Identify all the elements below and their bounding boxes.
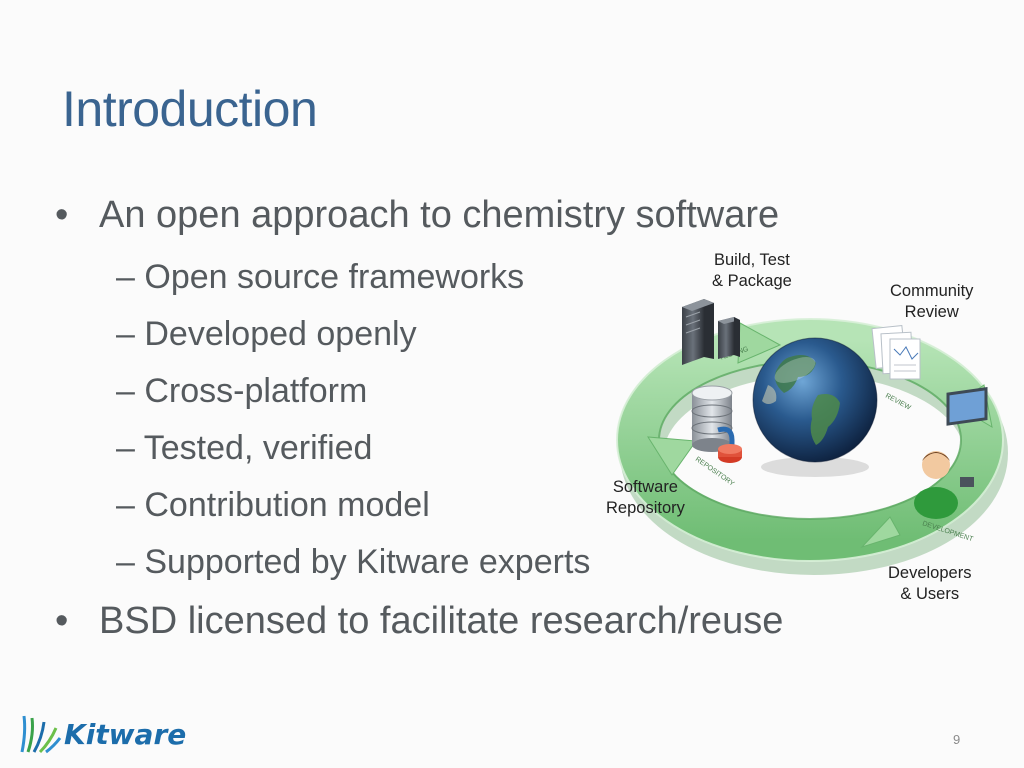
cycle-arrow-icon: [860, 516, 901, 549]
label-software-repository: Software Repository: [606, 477, 685, 519]
bullet-list: •An open approach to chemistry software …: [55, 190, 975, 646]
sub-bullet-glyph: –: [116, 543, 135, 581]
kitware-logo: Kitware: [16, 710, 186, 760]
label-line: & Package: [712, 272, 792, 290]
sub-bullet-text: Supported by Kitware experts: [144, 543, 591, 581]
sub-bullet-text: Tested, verified: [143, 429, 373, 467]
slide-title: Introduction: [62, 81, 318, 137]
review-documents-icon: [871, 324, 921, 380]
bullet-glyph: •: [55, 194, 69, 236]
build-server-icon: [682, 299, 740, 365]
label-line: Repository: [606, 499, 685, 517]
ring-word-review: REVIEW: [884, 393, 912, 412]
process-cycle-graphic: TESTING REVIEW REPOSITORY DEVELOPMENT: [616, 299, 1008, 575]
database-icon: [691, 385, 742, 463]
sub-bullet-item: – Supported by Kitware experts: [55, 534, 975, 591]
label-line: Build, Test: [713, 251, 790, 269]
software-process-diagram: TESTING REVIEW REPOSITORY DEVELOPMENT: [600, 245, 1010, 610]
sub-bullet-text: Contribution model: [144, 486, 430, 524]
sub-bullet-item: – Open source frameworks: [55, 249, 975, 306]
sub-bullet-glyph: –: [116, 258, 135, 296]
label-line: & Users: [900, 585, 960, 603]
sub-bullet-text: Cross-platform: [144, 372, 368, 410]
sub-bullet-glyph: –: [116, 429, 135, 467]
sub-bullet-text: Developed openly: [144, 315, 417, 353]
bullet-item: • An open approach to chemistry software: [55, 190, 975, 240]
sub-bullet-item: – Developed openly: [55, 306, 975, 363]
bullet-glyph: •: [55, 600, 69, 642]
label-line: Developers: [888, 564, 972, 582]
label-line: Review: [904, 303, 959, 321]
label-developers-users: Developers & Users: [888, 563, 971, 605]
label-community-review: Community Review: [890, 281, 973, 323]
label-build-test-package: Build, Test & Package: [712, 250, 792, 292]
bullet-item: • BSD licensed to facilitate research/reu…: [55, 596, 975, 646]
sub-bullet-glyph: –: [116, 486, 135, 524]
sub-bullet-glyph: –: [116, 315, 135, 353]
page-number: 9: [953, 732, 961, 747]
sub-bullet-glyph: –: [116, 372, 135, 410]
kitware-logo-text: Kitware: [64, 718, 187, 751]
label-line: Software: [612, 478, 678, 496]
sub-bullet-item: – Tested, verified: [55, 420, 975, 477]
bullet-text: An open approach to chemistry software: [99, 194, 780, 236]
sub-bullet-item: – Contribution model: [55, 477, 975, 534]
sub-bullet-item: – Cross-platform: [55, 363, 975, 420]
kitware-logo-icon: [20, 715, 62, 754]
bullet-text: BSD licensed to facilitate research/reus…: [99, 600, 784, 642]
sub-bullet-text: Open source frameworks: [144, 258, 525, 296]
label-line: Community: [890, 282, 974, 300]
globe-icon: [752, 337, 878, 463]
cycle-arrow-icon: [647, 436, 697, 476]
developer-user-icon: [914, 387, 988, 519]
